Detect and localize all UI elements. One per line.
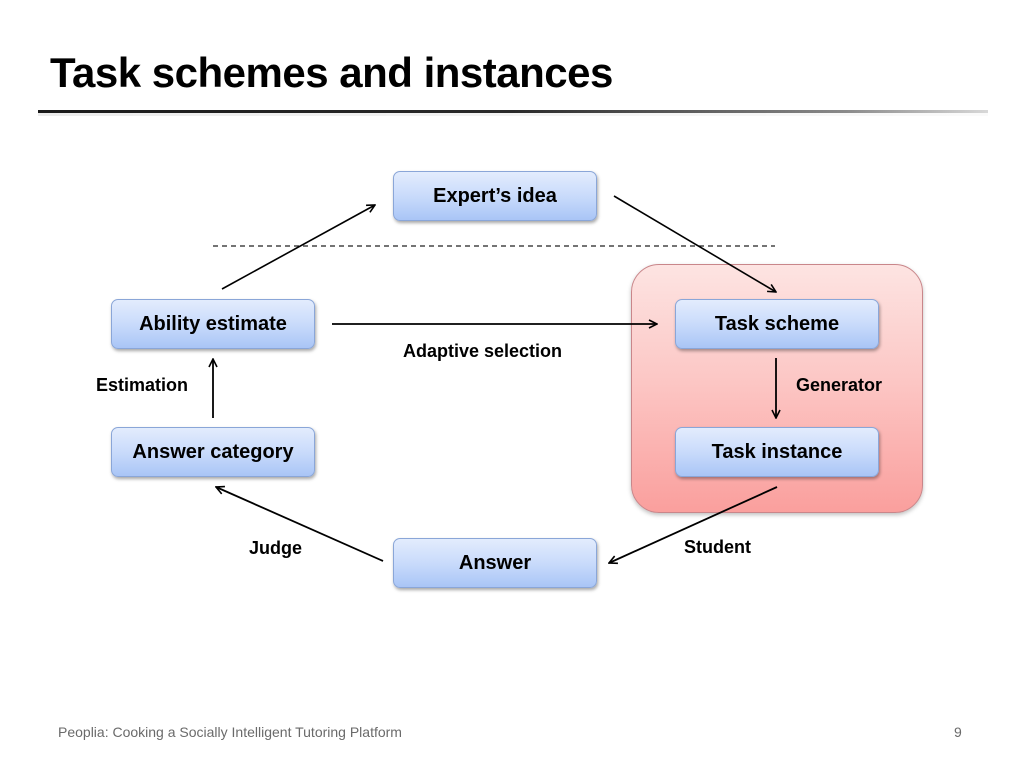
node-answer-category: Answer category (111, 427, 315, 477)
node-task-scheme: Task scheme (675, 299, 879, 349)
arrow-ability-to-expert (221, 205, 375, 290)
node-expert-idea: Expert’s idea (393, 171, 597, 221)
label-generator: Generator (796, 375, 883, 395)
footer-text: Peoplia: Cooking a Socially Intelligent … (58, 724, 402, 740)
node-answer: Answer (393, 538, 597, 588)
label-judge: Judge (249, 538, 303, 558)
label-estimation: Estimation (96, 375, 189, 395)
page-number: 9 (954, 724, 962, 740)
title-divider-shadow (38, 113, 988, 116)
title-divider (38, 110, 988, 113)
label-adaptive-selection: Adaptive selection (403, 341, 563, 361)
node-ability-estimate: Ability estimate (111, 299, 315, 349)
node-task-instance: Task instance (675, 427, 879, 477)
label-student: Student (684, 537, 751, 557)
slide-title: Task schemes and instances (50, 49, 613, 96)
